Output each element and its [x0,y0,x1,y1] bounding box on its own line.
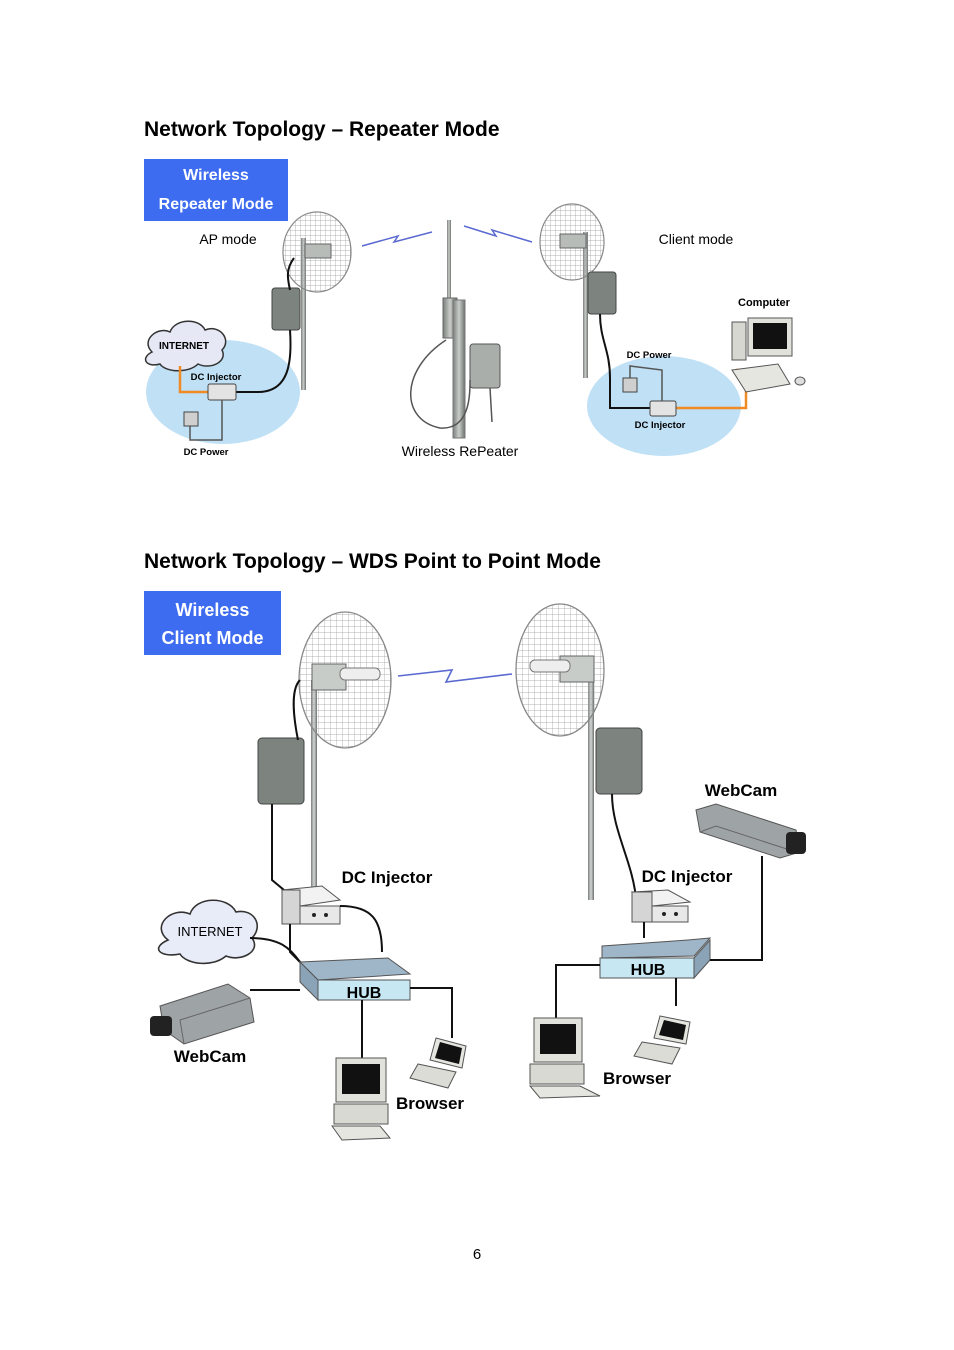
badge-line1: Wireless [183,167,249,184]
pole-left [301,238,306,390]
outdoor-unit-right [595,727,643,795]
webcam-label-left: WebCam [174,1047,246,1066]
outdoor-ap-unit-left [271,287,301,331]
dc-injector-label-left: DC Injector [342,868,433,887]
internet-label: INTERNET [178,924,243,939]
dc-injector-device-left [207,383,237,401]
outdoor-unit-left [257,737,305,805]
browser-pc-icon-right [528,1017,601,1099]
hub-device-right [599,937,712,980]
browser-label-right: Browser [603,1069,671,1088]
pole-left [311,680,317,890]
dc-injector-label-right: DC Injector [635,420,686,431]
webcam-icon-left [150,983,255,1045]
wireless-repeater-device [410,220,501,439]
dc-power-label-right: DC Power [627,350,672,361]
dc-power-adapter-right [622,377,638,393]
dc-injector-device-left [280,885,342,925]
repeater-topology-diagram: INTERNET DC Injector DC Power AP mode Wi… [144,203,806,459]
dish-feed-left [304,243,332,259]
wireless-link [397,669,513,683]
computer-icon [731,317,806,393]
wireless-repeater-mode-badge: Wireless Repeater Mode [144,159,288,221]
hub-device-left [298,957,412,1002]
dc-power-label-left: DC Power [184,447,229,458]
ap-mode-label: AP mode [199,231,257,247]
section-heading-wds: Network Topology – WDS Point to Point Mo… [144,550,601,573]
laptop-icon-right [633,1015,691,1065]
dc-injector-label-right: DC Injector [642,867,733,886]
dc-power-adapter-left [183,411,199,427]
wireless-link-left [361,231,433,247]
wds-topology-diagram: DC Injector INTERNET HUB WebCam Browser [150,603,806,1141]
webcam-label-right: WebCam [705,781,777,800]
wireless-client-mode-badge: Wireless Client Mode [144,591,281,655]
pole-right [583,232,588,378]
internet-label-left: INTERNET [159,341,209,352]
wireless-link-right [463,225,533,243]
badge-line2: Client Mode [161,628,264,648]
pole-right [588,680,594,900]
hub-label-right: HUB [631,962,666,979]
section-heading-repeater: Network Topology – Repeater Mode [144,118,500,141]
dish-feed-right [559,233,587,249]
internet-cloud-left [144,320,227,372]
webcam-icon-right [695,803,806,859]
wireless-repeater-label: Wireless RePeater [402,443,519,459]
browser-pc-icon-left [331,1057,392,1141]
computer-label: Computer [738,297,791,309]
browser-label-left: Browser [396,1094,464,1113]
hub-label-left: HUB [347,985,382,1002]
badge-line2: Repeater Mode [158,196,274,213]
badge-line1: Wireless [175,600,250,620]
dc-injector-label-left: DC Injector [191,372,242,383]
dc-injector-device-right [630,889,692,923]
outdoor-client-unit-right [587,271,617,315]
client-mode-label: Client mode [659,231,734,247]
page-number: 6 [472,1246,482,1263]
dc-injector-device-right [649,400,677,417]
laptop-icon-left [409,1037,467,1089]
